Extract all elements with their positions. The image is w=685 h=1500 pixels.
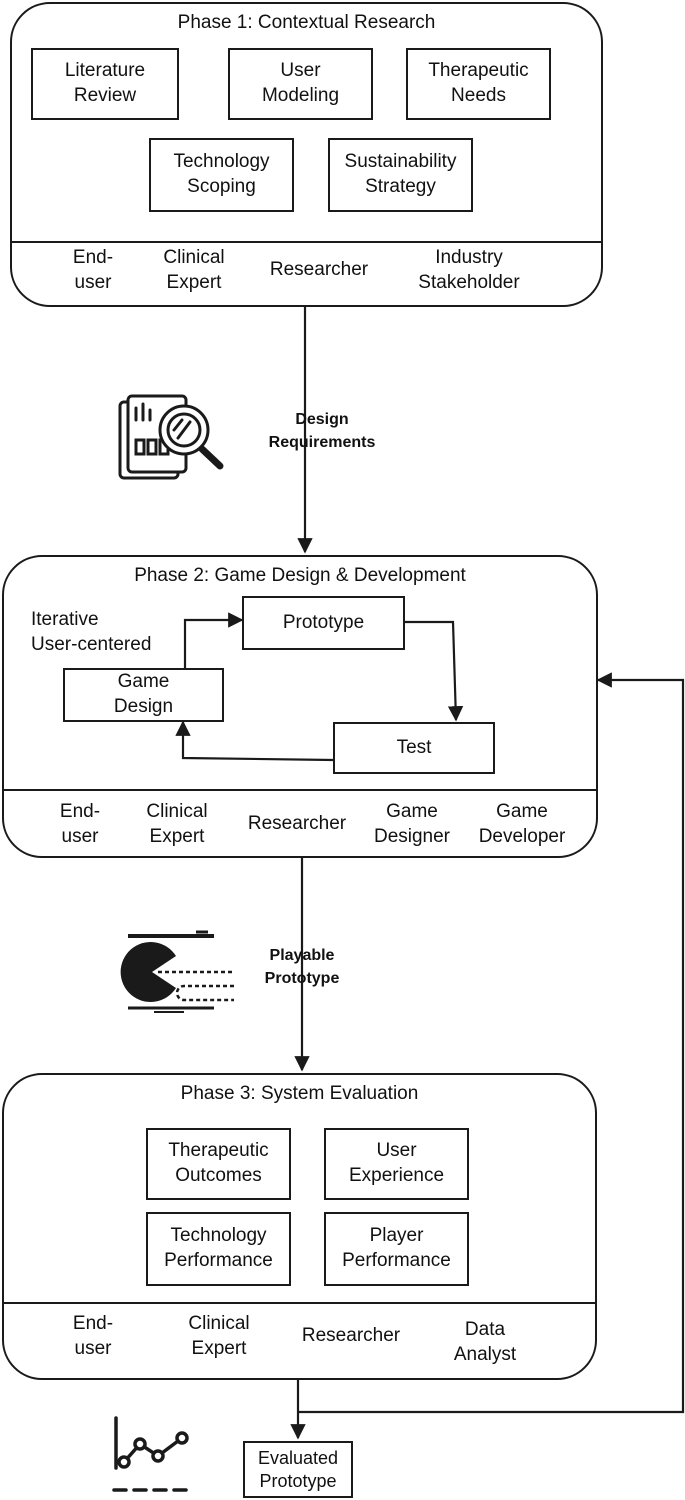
arrow-design-to-prototype <box>183 612 244 668</box>
line-chart-icon <box>112 1416 189 1492</box>
label-playable-prototype: Playable Prototype <box>264 947 340 988</box>
phase1-container: Phase 1: Contextual Research <box>10 2 603 307</box>
arrow-feedback-loop <box>298 672 685 1414</box>
phase1-title: Phase 1: Contextual Research <box>177 12 436 33</box>
box-player-performance: Player Performance <box>324 1212 469 1286</box>
arrow-test-to-design <box>175 720 334 762</box>
phase2-role-researcher: Researcher <box>247 813 347 834</box>
box-test: Test <box>333 722 495 774</box>
box-prototype: Prototype <box>242 596 405 650</box>
phase3-divider <box>4 1302 595 1304</box>
phase2-role-clinical-expert: Clinical Expert <box>146 801 208 847</box>
phase2-role-game-designer: Game Designer <box>373 801 451 847</box>
iterative-note: Iterative User-centered <box>31 609 152 655</box>
phase1-role-clinical-expert: Clinical Expert <box>163 247 225 293</box>
box-therapeutic-outcomes: Therapeutic Outcomes <box>146 1128 291 1200</box>
phase3-role-researcher: Researcher <box>301 1325 401 1346</box>
phase2-container: Phase 2: Game Design & Development <box>2 555 598 858</box>
phase1-role-industry-stakeholder: Industry Stakeholder <box>418 247 520 293</box>
pacman-game-icon <box>120 930 234 1013</box>
phase2-role-end-user: End- user <box>59 801 101 847</box>
phase3-role-end-user: End- user <box>72 1313 114 1359</box>
phase3-container: Phase 3: System Evaluation <box>2 1073 597 1380</box>
label-design-requirements: Design Requirements <box>268 411 376 452</box>
phase1-role-researcher: Researcher <box>269 259 369 280</box>
phase1-divider <box>12 241 601 243</box>
phase2-title: Phase 2: Game Design & Development <box>134 565 466 586</box>
box-user-experience: User Experience <box>324 1128 469 1200</box>
box-user-modeling: User Modeling <box>228 48 373 120</box>
magnifier-document-icon <box>118 394 224 480</box>
box-sustainability-strategy: Sustainability Strategy <box>328 138 473 212</box>
phase2-role-game-developer: Game Developer <box>478 801 566 847</box>
box-evaluated-prototype: Evaluated Prototype <box>243 1441 353 1498</box>
box-literature-review: Literature Review <box>31 48 179 120</box>
box-game-design: Game Design <box>63 668 224 722</box>
box-therapeutic-needs: Therapeutic Needs <box>406 48 551 120</box>
box-technology-scoping: Technology Scoping <box>149 138 294 212</box>
arrow-prototype-to-test <box>405 620 464 722</box>
phase3-role-clinical-expert: Clinical Expert <box>188 1313 250 1359</box>
phase1-role-end-user: End- user <box>72 247 114 293</box>
box-technology-performance: Technology Performance <box>146 1212 291 1286</box>
phase3-title: Phase 3: System Evaluation <box>180 1083 419 1104</box>
phase3-role-data-analyst: Data Analyst <box>453 1319 517 1365</box>
phase2-divider <box>4 789 596 791</box>
